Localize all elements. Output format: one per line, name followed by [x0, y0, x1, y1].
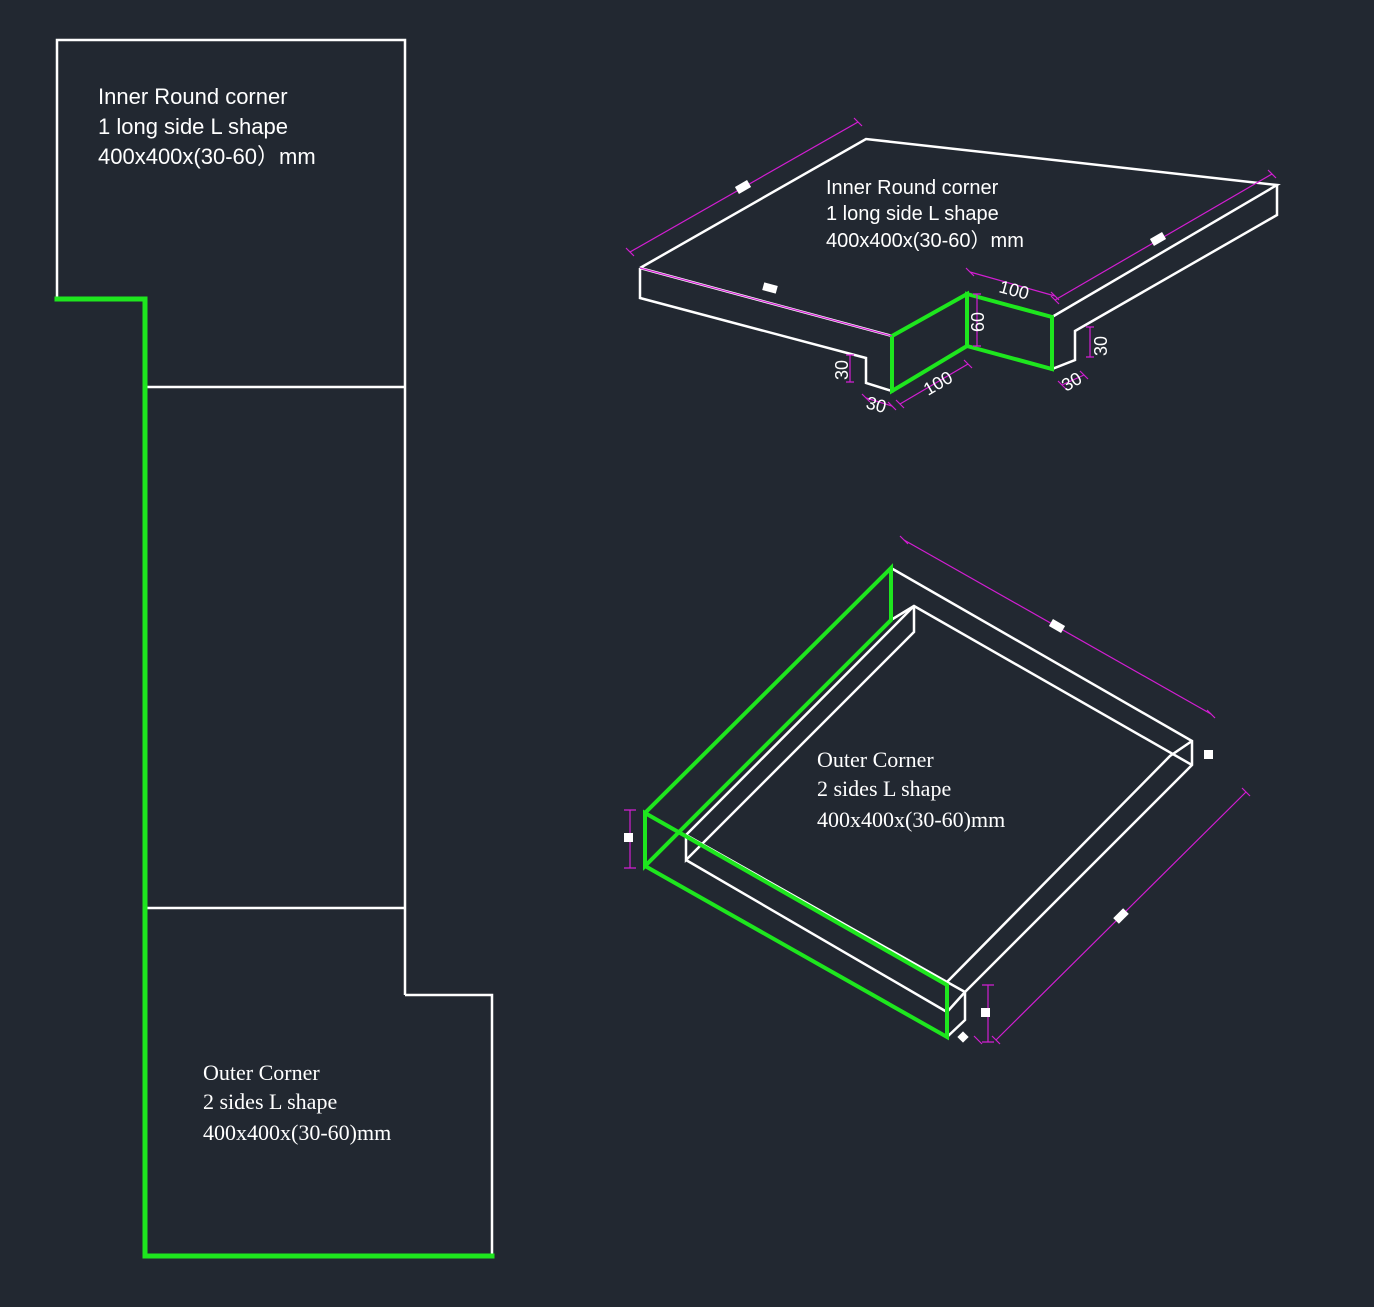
iso-inner-right-front: [1050, 185, 1279, 371]
dim-marker-outer-corner: [1204, 750, 1213, 759]
dim-marker-top-left: [734, 180, 752, 194]
plan-outer-label: Outer Corner 2 sides L shape 400x400x(30…: [203, 1060, 391, 1145]
dim-text-height: 60: [968, 312, 988, 332]
dim-text-left-thickness: 30: [832, 360, 852, 380]
dim-right-bottom: [1061, 374, 1085, 386]
plan-outer-tile-outline: [405, 993, 494, 1256]
dim-text-left-bottom: 30: [864, 393, 889, 418]
iso-outer-exposed-front: [643, 809, 949, 1041]
plan-inner-label-line3: 400x400x(30-60）mm: [98, 144, 316, 169]
iso-inner-label-line3: 400x400x(30-60）mm: [826, 229, 1024, 252]
iso-outer-dimensions: [624, 535, 1251, 1045]
iso-outer-back-edge: [890, 566, 1194, 1038]
dim-outer-ticks: [624, 535, 1251, 1045]
dim-text-notch-top: 100: [997, 277, 1031, 304]
iso-outer-label: Outer Corner 2 sides L shape 400x400x(30…: [817, 747, 1005, 832]
dim-marker-outer-right-height: [981, 1008, 990, 1017]
plan-inner-label-line1: Inner Round corner: [98, 84, 288, 109]
dim-text-right-thickness: 30: [1091, 336, 1111, 356]
plan-view: Inner Round corner 1 long side L shape 4…: [54, 38, 495, 1259]
iso-inner-top-face: [639, 137, 1281, 319]
plan-outer-label-line1: Outer Corner: [203, 1060, 320, 1085]
iso-outer-label-line1: Outer Corner: [817, 747, 934, 772]
iso-outer-label-line2: 2 sides L shape: [817, 776, 951, 801]
plan-inner-label-line2: 1 long side L shape: [98, 114, 288, 139]
dim-marker-front-left: [762, 282, 778, 294]
iso-inner-corner: 100 60 100 30 30 30 30 Inner Round corne…: [625, 117, 1281, 418]
plan-inner-label: Inner Round corner 1 long side L shape 4…: [98, 84, 316, 169]
iso-inner-label: Inner Round corner 1 long side L shape 4…: [826, 177, 1024, 252]
dim-notch-top: [969, 271, 1056, 297]
dim-front-left-long: [639, 267, 893, 337]
iso-outer-corner-edge: [944, 739, 1193, 994]
dim-marker-outer-left-height: [624, 833, 633, 842]
dim-left-bottom: [865, 397, 893, 407]
plan-inner-tile-outline: [55, 38, 407, 995]
iso-outer-inner-rim-right: [685, 858, 966, 1014]
dim-marker-outer-bottom: [957, 1031, 969, 1043]
dim-marker-top-right: [1149, 232, 1167, 246]
iso-outer-inner-rim: [890, 604, 1193, 767]
plan-outer-label-line2: 2 sides L shape: [203, 1089, 337, 1114]
iso-inner-notch-right-face: [965, 291, 1054, 372]
iso-inner-dimensions: [625, 117, 1277, 411]
plan-exposed-edge: [54, 296, 495, 1259]
dim-notch-bottom: [899, 363, 969, 405]
dim-marker-outer-right: [1113, 908, 1129, 924]
dim-ticks: [625, 117, 1277, 411]
iso-outer-label-line3: 400x400x(30-60)mm: [817, 807, 1005, 832]
iso-inner-label-line2: 1 long side L shape: [826, 203, 999, 225]
dim-marker-outer-top: [1048, 619, 1066, 633]
iso-inner-label-line1: Inner Round corner: [826, 177, 999, 199]
plan-outer-label-line3: 400x400x(30-60)mm: [203, 1120, 391, 1145]
iso-outer-corner: Outer Corner 2 sides L shape 400x400x(30…: [624, 535, 1251, 1045]
